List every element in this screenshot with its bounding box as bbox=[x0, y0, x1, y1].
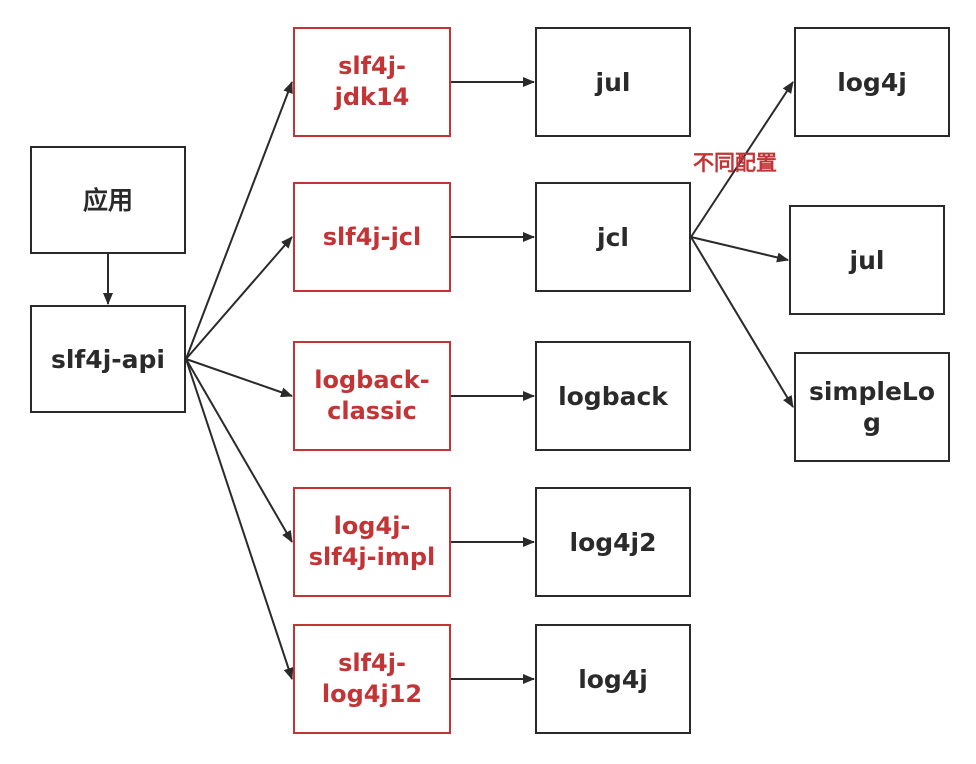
node-log4j: log4j bbox=[535, 624, 691, 734]
node-log4j2: log4j2 bbox=[535, 487, 691, 597]
node-jcl-jul: jul bbox=[789, 205, 945, 315]
node-jcl-log4j-label: log4j bbox=[837, 67, 907, 97]
node-jcl-jul-label: jul bbox=[849, 245, 885, 275]
node-simplelog: simpleLo g bbox=[794, 352, 950, 462]
node-slf4j-jdk14-label: slf4j- jdk14 bbox=[334, 52, 410, 111]
node-slf4j-log4j12-label: slf4j- log4j12 bbox=[321, 649, 423, 708]
arrow-impl_jcl-to-jcl_jul bbox=[690, 236, 789, 263]
node-slf4j-log4j12: slf4j- log4j12 bbox=[293, 624, 451, 734]
node-app: 应用 bbox=[30, 146, 186, 254]
node-logback-classic: logback- classic bbox=[293, 341, 451, 451]
node-jcl-log4j: log4j bbox=[794, 27, 950, 137]
node-jul-label: jul bbox=[595, 67, 631, 97]
edge-label-different-config: 不同配置 bbox=[693, 151, 777, 175]
node-jcl-label: jcl bbox=[597, 222, 629, 252]
node-slf4j-jcl: slf4j-jcl bbox=[293, 182, 451, 292]
node-simplelog-label: simpleLo g bbox=[808, 377, 936, 437]
arrow-api-to-adapter_log4j12 bbox=[185, 358, 294, 680]
arrow-api-to-adapter_logback bbox=[185, 358, 293, 398]
node-logback-label: logback bbox=[558, 381, 668, 411]
node-log4j2-label: log4j2 bbox=[569, 527, 657, 557]
arrow-api-to-adapter_log4j2 bbox=[185, 358, 293, 543]
node-logback-classic-label: logback- classic bbox=[314, 366, 430, 425]
arrow-api-to-adapter_jdk14 bbox=[185, 81, 293, 360]
node-slf4j-api-label: slf4j-api bbox=[50, 344, 165, 374]
arrow-api-to-adapter_jcl bbox=[185, 236, 293, 360]
node-log4j-label: log4j bbox=[578, 664, 648, 694]
node-app-label: 应用 bbox=[82, 185, 133, 215]
node-jul: jul bbox=[535, 27, 691, 137]
arrow-impl_jcl-to-jcl_log4j bbox=[690, 81, 794, 238]
node-log4j-slf4j-impl-label: log4j- slf4j-impl bbox=[308, 512, 436, 571]
node-slf4j-jdk14: slf4j- jdk14 bbox=[293, 27, 451, 137]
node-slf4j-api: slf4j-api bbox=[30, 305, 186, 413]
node-logback: logback bbox=[535, 341, 691, 451]
node-slf4j-jcl-label: slf4j-jcl bbox=[322, 222, 422, 251]
node-log4j-slf4j-impl: log4j- slf4j-impl bbox=[293, 487, 451, 597]
node-jcl: jcl bbox=[535, 182, 691, 292]
arrow-impl_jcl-to-jcl_simplelog bbox=[690, 236, 794, 408]
